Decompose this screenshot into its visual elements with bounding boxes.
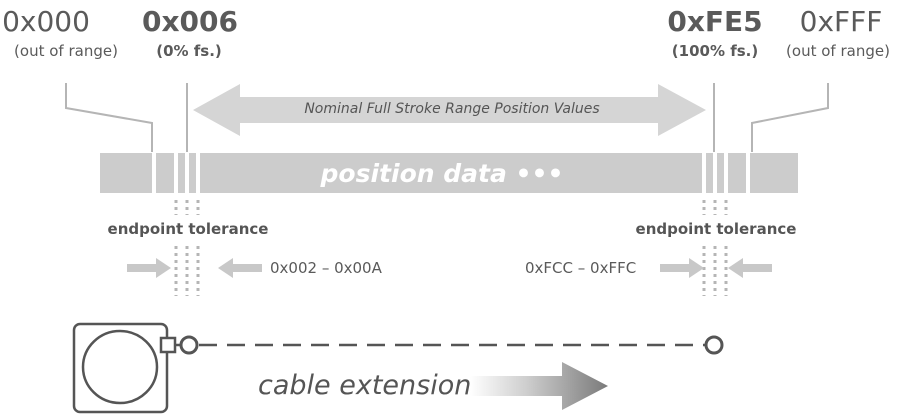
right-tolerance-arrows	[660, 258, 772, 278]
nominal-range-arrow	[193, 84, 706, 136]
min-leader-line	[65, 83, 153, 152]
left-endpoint-marks	[152, 153, 200, 193]
right-tolerance-dots	[702, 200, 728, 296]
nominal-range-label: Nominal Full Stroke Range Position Value…	[304, 101, 600, 117]
left-tolerance-range: 0x002 – 0x00A	[270, 259, 382, 277]
cable-start-point	[179, 335, 199, 355]
right-tolerance-range: 0xFCC – 0xFFC	[525, 259, 637, 277]
right-endpoint-marks	[702, 153, 750, 193]
start-note-label: (0% fs.)	[156, 42, 222, 60]
position-data-bar	[100, 153, 798, 193]
end-note-label: (100% fs.)	[671, 42, 759, 60]
min-value-label: 0x000	[2, 5, 90, 38]
max-leader-line	[751, 83, 829, 152]
max-value-label: 0xFFF	[799, 5, 883, 38]
position-data-label: position data •••	[320, 159, 564, 188]
sensor-housing	[72, 322, 180, 414]
cable-extension-label: cable extension	[258, 370, 472, 401]
left-tolerance-dots	[174, 200, 200, 296]
cable-end-point	[704, 335, 724, 355]
left-tolerance-arrows	[127, 258, 262, 278]
cable-extension-arrow	[470, 362, 608, 410]
start-value-label: 0x006	[142, 5, 238, 38]
left-tolerance-label: endpoint tolerance	[107, 220, 269, 238]
end-value-label: 0xFE5	[667, 5, 763, 38]
right-tolerance-label: endpoint tolerance	[635, 220, 797, 238]
max-note-label: (out of range)	[786, 42, 890, 60]
min-note-label: (out of range)	[14, 42, 118, 60]
